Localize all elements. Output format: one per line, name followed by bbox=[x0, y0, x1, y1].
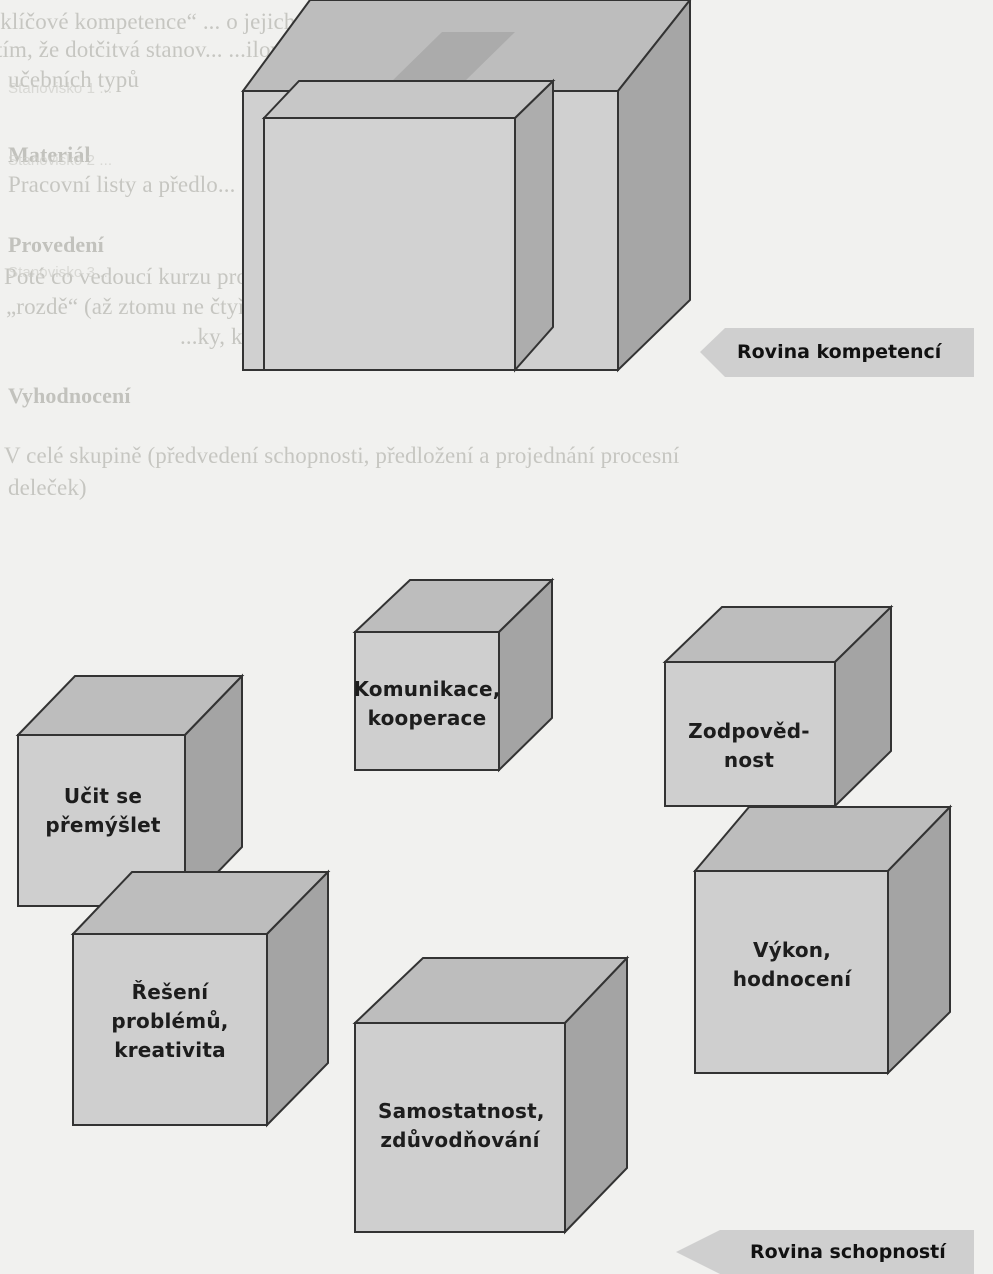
background-heading-provedeni: Provedení bbox=[8, 232, 104, 257]
cube-label-vykon-text: Výkon, hodnocení bbox=[732, 938, 852, 991]
competence-block-inner-side-face bbox=[514, 78, 554, 373]
competence-block-inner-front-face bbox=[263, 117, 516, 371]
cube-reseni-problemu bbox=[70, 869, 331, 1128]
competence-block-top-highlight bbox=[390, 32, 515, 83]
competence-block bbox=[241, 0, 692, 373]
competence-block-inner-top-face bbox=[261, 80, 556, 119]
abilities-label-bg bbox=[676, 1230, 974, 1274]
cube-label-ucit-se: Učit se přemýšlet bbox=[21, 782, 185, 840]
cube-label-zodpovednost: Zodpověd- nost bbox=[667, 717, 831, 775]
cube-label-vykon: Výkon, hodnocení bbox=[710, 936, 874, 994]
cube-label-samostatnost: Samostatnost, zdůvodňování bbox=[378, 1097, 545, 1155]
competence-plane-label: Rovina kompetencí bbox=[737, 341, 942, 363]
cube-label-komunikace-text: Komunikace, kooperace bbox=[353, 677, 501, 730]
background-heading-vyhodnoceni: Vyhodnocení bbox=[8, 383, 131, 408]
background-text-line-8: V celé skupině (předvedení schopnosti, p… bbox=[4, 443, 680, 468]
cube-ucit-se bbox=[15, 673, 245, 909]
background-text-line-3: učebních typů bbox=[8, 67, 139, 92]
background-side-note-1: Stanovisko 1 ... bbox=[8, 80, 113, 97]
background-text-line-4: Pracovní listy a předlo... bbox=[8, 172, 236, 197]
cube-label-reseni-problemu: Řešení problémů, kreativita bbox=[88, 978, 252, 1065]
cube-label-reseni-problemu-text: Řešení problémů, kreativita bbox=[111, 980, 229, 1062]
background-side-note-3: Stanovisko 3 ... bbox=[8, 264, 113, 281]
cube-label-samostatnost-text: Samostatnost, zdůvodňování bbox=[378, 1099, 545, 1152]
background-side-note-2: Stanovisko 2 ... bbox=[8, 152, 113, 169]
cube-label-komunikace: Komunikace, kooperace bbox=[345, 675, 509, 733]
cube-komunikace bbox=[352, 577, 555, 773]
cube-vykon bbox=[692, 804, 953, 1076]
background-heading-material: Materiál bbox=[8, 142, 91, 167]
competence-label-bg bbox=[700, 328, 974, 377]
cube-label-zodpovednost-text: Zodpověd- nost bbox=[688, 719, 810, 772]
background-text-line-9: deleček) bbox=[8, 475, 87, 500]
cube-samostatnost bbox=[352, 955, 630, 1235]
cube-zodpovednost bbox=[662, 604, 894, 809]
abilities-plane-label: Rovina schopností bbox=[750, 1241, 946, 1263]
cube-label-ucit-se-text: Učit se přemýšlet bbox=[45, 784, 161, 837]
